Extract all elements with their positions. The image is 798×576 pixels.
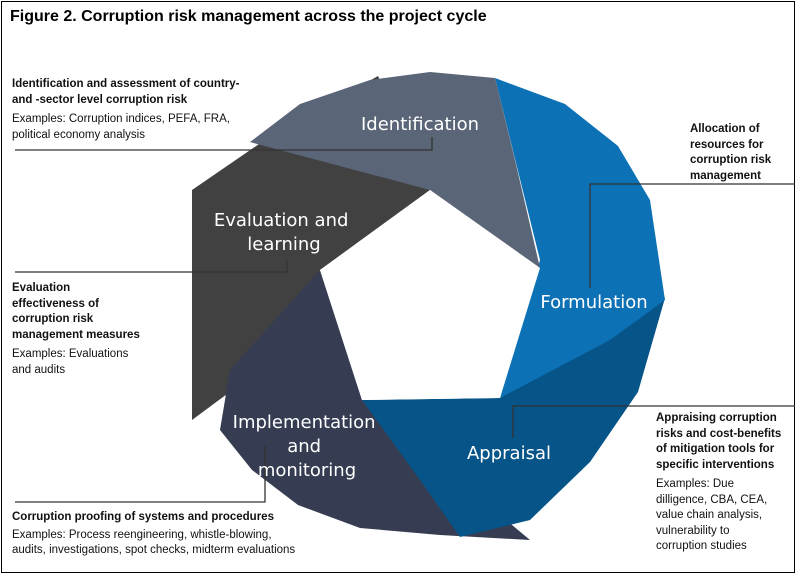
callout-identification-heading: Identification and assessment of country… [12, 78, 240, 106]
segment-identification [250, 72, 540, 268]
callout-evaluation-examples: Examples: Evaluations and audits [12, 348, 129, 376]
segment-formulation [495, 78, 665, 398]
leader-evaluation [15, 260, 288, 273]
callout-evaluation-heading: Evaluation effectiveness of corruption r… [12, 282, 140, 341]
leader-implementation [15, 446, 266, 503]
leader-appraisal [512, 405, 795, 438]
callout-implementation-heading: Corruption proofing of systems and proce… [12, 511, 274, 523]
leader-formulation [589, 183, 795, 288]
segment-implementation [220, 270, 530, 540]
callout-formulation: Allocation of resources for corruption r… [690, 122, 790, 184]
callout-implementation-examples: Examples: Process reengineering, whistle… [12, 528, 296, 557]
callout-identification-examples: Examples: Corruption indices, PEFA, FRA,… [12, 113, 230, 141]
callout-appraisal-examples: Examples: Due dilligence, CBA, CEA, valu… [656, 478, 768, 552]
segment-label-implementation: Implementation and monitoring [233, 412, 382, 481]
leader-lines [15, 137, 795, 503]
callout-appraisal-heading: Appraising corruption risks and cost-ben… [656, 412, 782, 471]
segment-label-appraisal: Appraisal [467, 443, 551, 464]
center-pentagon [320, 190, 540, 400]
segment-label-formulation: Formulation [540, 292, 647, 313]
callout-appraisal: Appraising corruption risks and cost-ben… [656, 411, 794, 555]
callout-implementation: Corruption proofing of systems and proce… [12, 510, 352, 559]
leader-identification [15, 137, 433, 151]
figure-title: Figure 2. Corruption risk management acr… [10, 8, 487, 25]
segment-label-evaluation: Evaluation and learning [214, 210, 354, 255]
callout-formulation-heading: Allocation of resources for corruption r… [690, 123, 772, 182]
callout-evaluation: Evaluation effectiveness of corruption r… [12, 281, 172, 378]
callout-identification: Identification and assessment of country… [12, 77, 282, 143]
segment-label-identification: Identification [361, 114, 479, 135]
